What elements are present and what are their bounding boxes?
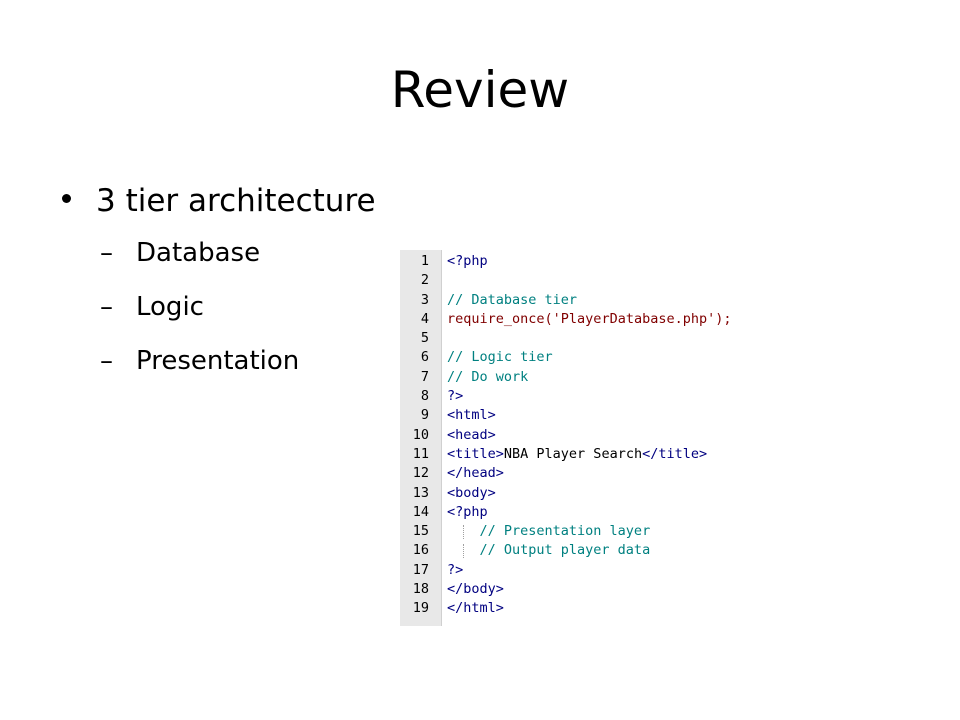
line-number: 5 [420,330,429,347]
sub-item-label: Logic [136,292,204,322]
code-token: // Output player data [447,542,651,559]
bullet-item: 3 tier architecture [62,176,392,226]
code-line: 2 [400,271,780,290]
code-text: </body> [447,580,504,599]
code-line: 3 // Database tier [400,291,780,310]
bullet-dot-icon [62,194,71,203]
code-token: </head> [447,465,504,482]
code-token: ?> [447,388,464,405]
bullet-text: 3 tier architecture [96,183,376,219]
line-number: 2 [420,272,429,289]
code-line: 1 <?php [400,252,780,271]
line-number: 10 [412,426,429,443]
dash-icon: – [100,292,113,322]
code-token: // Logic tier [447,349,553,366]
code-text: // Presentation layer [447,522,651,541]
code-screenshot: 1 <?php 2 3 // Database tier 4 require_once('P… [400,250,780,626]
code-line: 9 <html> [400,406,780,425]
sub-item-label: Database [136,238,261,268]
code-text: </head> [447,464,504,483]
code-text: // Output player data [447,541,651,560]
code-text: </html> [447,599,504,618]
code-token: </html> [447,600,504,617]
line-number: 11 [412,445,429,462]
code-text: <head> [447,426,496,445]
code-lines: 1 <?php 2 3 // Database tier 4 require_once('P… [400,252,780,619]
line-number: 9 [420,407,429,424]
code-text: <?php [447,503,488,522]
line-number: 1 [420,253,429,269]
line-number: 18 [412,581,429,598]
sub-item-database: – Database [62,226,392,280]
line-number: 14 [412,503,429,520]
code-text: <?php [447,252,488,271]
code-token: <body> [447,484,496,501]
line-number: 17 [412,561,429,578]
code-line: 15 // Presentation layer [400,522,780,541]
dash-icon: – [100,238,113,268]
code-text: // Do work [447,368,528,387]
line-number: 15 [412,523,429,540]
code-line: 12 </head> [400,464,780,483]
code-line: 13 <body> [400,484,780,503]
line-number: 7 [420,368,429,385]
code-token: // Presentation layer [447,523,651,540]
code-text: <title>NBA Player Search</title> [447,445,707,464]
code-line: 10 <head> [400,426,780,445]
indent-guide [463,525,464,540]
code-token: ?> [447,561,464,578]
code-line: 19 </html> [400,599,780,618]
code-line: 11 <title>NBA Player Search</title> [400,445,780,464]
code-line: 7 // Do work [400,368,780,387]
sub-item-label: Presentation [136,346,300,376]
code-text: ?> [447,387,463,406]
sub-item-logic: – Logic [62,280,392,334]
code-line: 16 // Output player data [400,541,780,560]
code-line: 6 // Logic tier [400,348,780,367]
code-token: <?php [447,503,488,520]
code-line: 18 </body> [400,580,780,599]
dash-icon: – [100,346,113,376]
bullet-list: 3 tier architecture – Database – Logic –… [62,176,392,388]
code-line: 5 [400,329,780,348]
code-token: require_once( [447,310,553,327]
code-line: 17 ?> [400,561,780,580]
line-number: 4 [420,310,429,327]
code-line: 8 ?> [400,387,780,406]
code-token: // Database tier [447,291,578,308]
code-token: ); [715,310,732,327]
code-token: </body> [447,581,504,598]
code-token: <?php [447,253,488,269]
line-number: 6 [420,349,429,366]
code-token: <head> [447,426,496,443]
code-line: 14 <?php [400,503,780,522]
slide-title: Review [390,61,570,119]
code-token: NBA Player Search [503,445,643,462]
code-token: <html> [447,407,496,424]
indent-guide [463,544,464,559]
code-line: 4 require_once('PlayerDatabase.php'); [400,310,780,329]
code-text: <body> [447,484,496,503]
code-token: </title> [642,445,708,462]
code-text: // Database tier [447,291,577,310]
code-token: 'PlayerDatabase.php' [552,310,716,327]
line-number: 12 [412,465,429,482]
code-text: require_once('PlayerDatabase.php'); [447,310,732,329]
line-number-gutter [400,250,442,626]
code-text: // Logic tier [447,348,553,367]
code-text: <html> [447,406,496,425]
line-number: 3 [420,291,429,308]
line-number: 13 [412,484,429,501]
line-number: 16 [412,542,429,559]
sub-item-presentation: – Presentation [62,334,392,388]
code-token: // Do work [447,368,529,385]
code-token: <title> [447,445,504,462]
line-number: 8 [420,388,429,405]
code-text: ?> [447,561,463,580]
line-number: 19 [412,600,429,617]
